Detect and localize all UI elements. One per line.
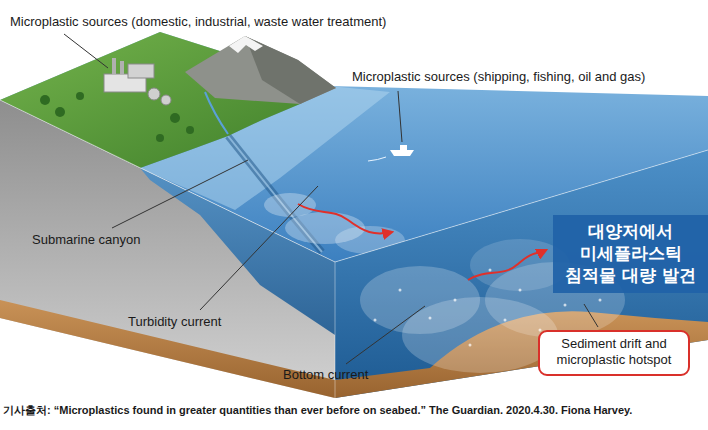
current-arrow (468, 250, 546, 280)
particle (374, 319, 377, 322)
leader-line (584, 304, 598, 327)
ship (390, 150, 414, 156)
feature-label: Bottom current (283, 367, 368, 382)
water-section (140, 168, 335, 335)
node-text: 대양저에서 미세플라스틱 침적물 대량 발견 (561, 220, 700, 286)
tree (40, 95, 50, 105)
sediment-layer (0, 300, 335, 398)
callout-box: Sediment drift and microplastic hotspot (538, 330, 690, 376)
leader-line (64, 34, 108, 68)
tree (156, 134, 164, 142)
chimney (112, 58, 116, 74)
particle (469, 344, 472, 347)
particle (429, 317, 432, 320)
snow-cap (229, 36, 263, 53)
current-arrow (298, 204, 392, 234)
particle (519, 289, 522, 292)
tree (55, 107, 65, 117)
factory-building (128, 64, 154, 78)
particle (564, 304, 567, 307)
block-left-face (0, 100, 335, 398)
leader-line (346, 306, 425, 364)
node-text: Sediment drift and microplastic hotspot (546, 336, 682, 368)
particle (454, 299, 457, 302)
mountain (185, 36, 336, 104)
particle (599, 299, 602, 302)
leader-line (112, 160, 248, 228)
source-caption: 기사출처: “Microplastics found in greater qu… (3, 403, 632, 417)
treatment-tank (148, 88, 160, 100)
source-label: Microplastic sources (shipping, fishing,… (352, 69, 645, 84)
feature-label: Turbidity current (128, 314, 221, 329)
particle (399, 289, 402, 292)
particle (504, 319, 507, 322)
block-right-face (335, 150, 708, 398)
feature-label: Submarine canyon (32, 232, 140, 247)
tree (76, 92, 84, 100)
leader-line (200, 186, 318, 310)
highlight-box: 대양저에서 미세플라스틱 침적물 대량 발견 (553, 215, 708, 293)
treatment-tank (161, 95, 171, 105)
source-label: Microplastic sources (domestic, industri… (10, 14, 386, 29)
ship-cabin (400, 145, 407, 150)
tree (170, 113, 180, 123)
ship-wake (368, 157, 386, 161)
tree (186, 126, 194, 134)
chimney (120, 61, 124, 74)
particle (489, 269, 492, 272)
leader-line (398, 91, 402, 142)
